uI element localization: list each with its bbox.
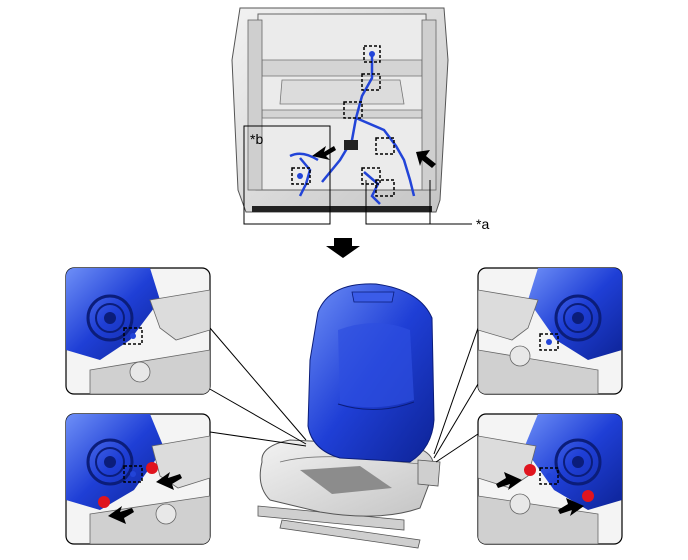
clip-marker [361,73,381,91]
detail-panel-bottom-right [477,413,623,545]
clip-marker [375,179,395,197]
clip-marker [539,333,559,351]
clip-marker [123,465,143,483]
clip-marker [123,327,143,345]
red-clip-marker [98,496,110,508]
callout-a: *a [365,180,489,232]
clip-marker [375,137,395,155]
red-clip-marker [582,490,594,502]
detail-panel-top-right [477,267,623,395]
clip-marker [539,467,559,485]
leader-lines [207,327,479,463]
label-a: *a [476,216,489,232]
seat-frame-rear-view [231,7,449,213]
red-clip-marker [524,464,536,476]
clip-marker [361,167,381,185]
clip-marker [291,167,311,185]
down-arrow-icon [326,238,360,258]
detail-panel-bottom-left [65,413,211,545]
callout-b: *b [243,125,331,225]
detail-panel-top-left [65,267,211,395]
black-arrow-icon [416,150,436,168]
red-clip-marker [146,462,158,474]
black-arrow-icon [558,498,584,516]
label-b: *b [250,131,263,147]
black-arrow-icon [496,472,522,490]
clip-marker [343,101,363,119]
seat-illustration [257,283,441,549]
black-arrow-icon [312,146,336,160]
black-arrow-icon [108,506,134,524]
black-arrow-icon [156,472,182,490]
clip-markers-top [291,45,395,197]
clip-marker [363,45,381,63]
